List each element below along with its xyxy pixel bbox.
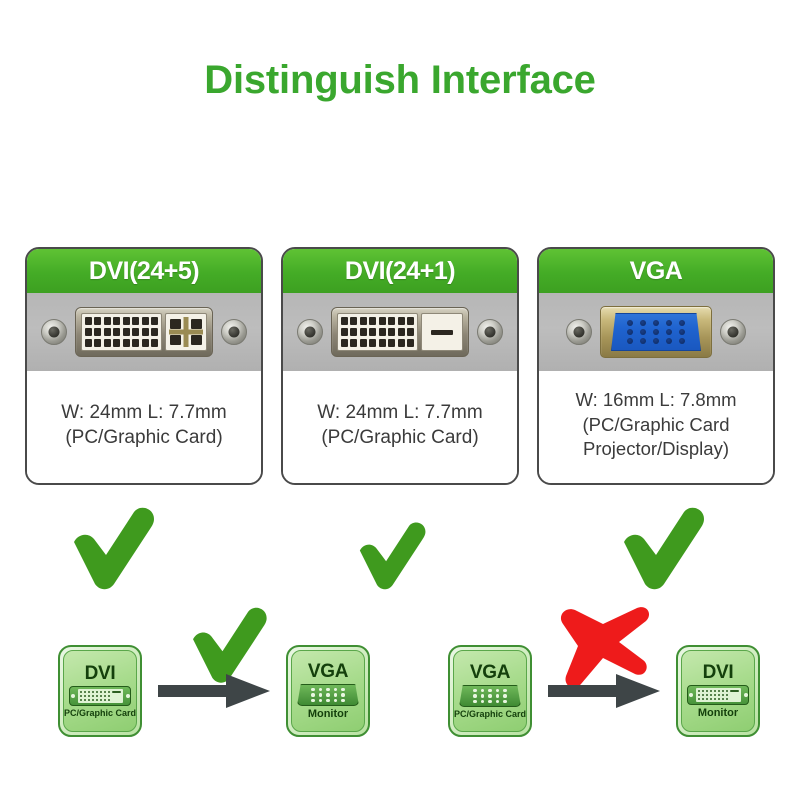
connector-card-vga[interactable]: VGA — [537, 247, 775, 485]
device-box-target[interactable]: DVI Monitor — [676, 645, 760, 737]
dvi-connector-mini-icon — [687, 685, 749, 705]
dvi-connector-shell — [331, 307, 469, 357]
device-label: DVI — [84, 663, 116, 684]
device-label: VGA — [307, 661, 349, 682]
dvi-pin-block — [81, 313, 162, 351]
cross-icon-pair-unsupported — [545, 604, 657, 690]
device-sublabel: Monitor — [307, 708, 349, 720]
card-spec-body: W: 24mm L: 7.7mm (PC/Graphic Card) — [27, 371, 261, 483]
thumbscrew-right-icon — [477, 319, 503, 345]
card-spec-line-2: (PC/Graphic Card) — [321, 427, 479, 448]
dvi-connector-mini-icon — [69, 686, 131, 706]
compatibility-pair-supported: DVI PC/Graphic Card VGA — [58, 636, 370, 746]
pin-row — [85, 317, 158, 325]
device-box-target[interactable]: VGA Monitor — [286, 645, 370, 737]
vga-connector-mini-icon — [459, 685, 521, 707]
device-sublabel: Monitor — [697, 707, 739, 719]
card-spec-line-2: (PC/Graphic Card — [582, 413, 730, 435]
dvi-connector-shell — [75, 307, 213, 357]
vga-connector-mini-icon — [297, 684, 359, 706]
dvi-analog-section — [165, 313, 207, 351]
connector-illustration-vga — [539, 293, 773, 371]
thumbscrew-right-icon — [720, 319, 746, 345]
device-label: DVI — [702, 662, 734, 683]
connector-card-dvi-24-5[interactable]: DVI(24+5) — [25, 247, 263, 485]
card-spec-line-1: W: 16mm L: 7.8mm — [575, 388, 737, 410]
flat-blade-slot-icon — [431, 329, 453, 335]
vga-pin-row — [627, 320, 685, 326]
compatibility-pair-unsupported: VGA PC/Graphic Card DVI — [448, 636, 760, 746]
pin-row — [341, 328, 414, 336]
card-header-label: DVI(24+1) — [283, 249, 517, 293]
check-icon-pair-supported — [182, 600, 274, 684]
check-icon-card-1 — [62, 500, 162, 590]
pin-row — [341, 339, 414, 347]
vga-connector-shell — [600, 306, 712, 358]
dvi-analog-section — [421, 313, 463, 351]
connector-illustration-dvi-24-5 — [27, 293, 261, 371]
pin-row — [85, 328, 158, 336]
card-spec-line-1: W: 24mm L: 7.7mm — [317, 401, 483, 423]
device-box-source[interactable]: VGA PC/Graphic Card — [448, 645, 532, 737]
card-header-label: DVI(24+5) — [27, 249, 261, 293]
card-spec-line-2: (PC/Graphic Card) — [65, 427, 223, 448]
card-spec-line-3: Projector/Display) — [583, 438, 729, 460]
thumbscrew-right-icon — [221, 319, 247, 345]
card-header-label: VGA — [539, 249, 773, 293]
vga-dsub-body — [611, 313, 701, 351]
device-sublabel: PC/Graphic Card — [453, 709, 527, 719]
device-sublabel: PC/Graphic Card — [63, 708, 137, 718]
pin-row — [85, 339, 158, 347]
check-icon-card-3 — [612, 500, 712, 590]
vga-pin-row — [627, 338, 685, 344]
device-box-source[interactable]: DVI PC/Graphic Card — [58, 645, 142, 737]
vga-pin-row — [627, 329, 685, 335]
thumbscrew-left-icon — [41, 319, 67, 345]
device-label: VGA — [469, 662, 511, 683]
check-icon-card-2 — [350, 516, 432, 590]
card-spec-body: W: 16mm L: 7.8mm (PC/Graphic Card Projec… — [539, 371, 773, 483]
thumbscrew-left-icon — [297, 319, 323, 345]
thumbscrew-left-icon — [566, 319, 592, 345]
pin-row — [341, 317, 414, 325]
dvi-pin-block — [337, 313, 418, 351]
connector-card-dvi-24-1[interactable]: DVI(24+1) — [281, 247, 519, 485]
page-title: Distinguish Interface — [204, 58, 596, 102]
arrow-right-icon — [142, 671, 286, 711]
connector-illustration-dvi-24-1 — [283, 293, 517, 371]
cross-blade-icon — [169, 317, 203, 347]
card-spec-line-1: W: 24mm L: 7.7mm — [61, 401, 227, 423]
arrow-right-icon — [532, 671, 676, 711]
card-spec-body: W: 24mm L: 7.7mm (PC/Graphic Card) — [283, 371, 517, 483]
connector-card-list: DVI(24+5) — [0, 247, 800, 487]
